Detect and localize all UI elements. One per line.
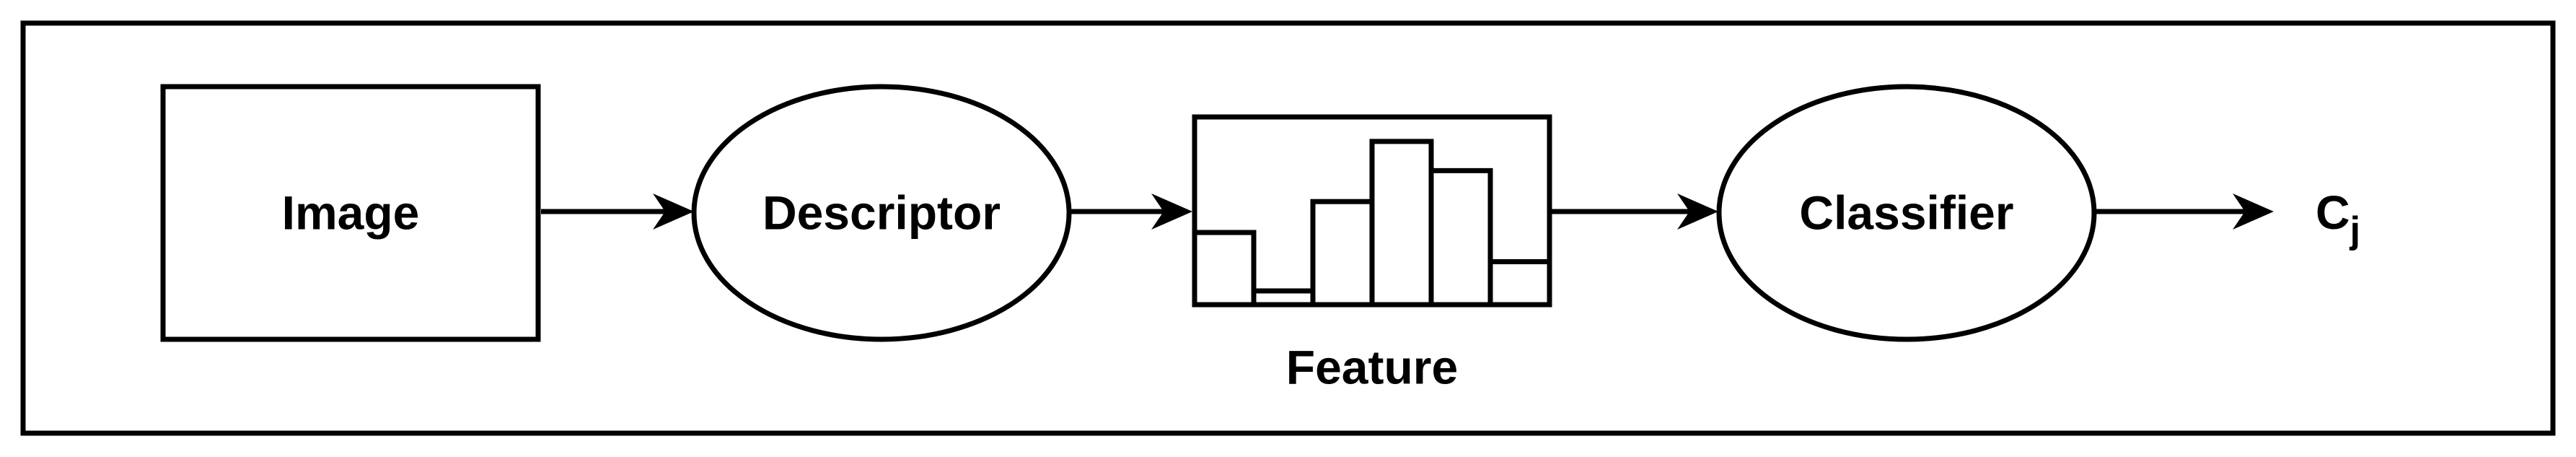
histogram-bar — [1192, 230, 1257, 308]
descriptor-label: Descriptor — [762, 186, 1001, 239]
feature-histogram — [1192, 139, 1552, 308]
arrow-feature-to-classifier — [1551, 193, 1718, 230]
output-label: Cj — [2316, 186, 2360, 251]
classifier-label: Classifier — [1799, 186, 2013, 239]
histogram-bar — [1428, 167, 1493, 308]
arrow-classifier-to-output — [2094, 193, 2274, 230]
outer-frame — [20, 20, 2556, 436]
classifier-node: Classifier — [1716, 84, 2097, 342]
descriptor-node: Descriptor — [691, 84, 1072, 342]
arrow-image-to-descriptor — [541, 193, 694, 230]
output-node: Cj — [2316, 186, 2360, 251]
histogram-bar — [1251, 288, 1316, 308]
arrow-descriptor-to-feature — [1069, 193, 1192, 230]
histogram-bar — [1310, 199, 1375, 308]
feature-node: Feature — [1192, 114, 1552, 393]
image-box — [160, 84, 541, 342]
feature-label: Feature — [1286, 340, 1458, 393]
histogram-bar — [1487, 259, 1552, 308]
output-subscript: j — [2349, 209, 2360, 251]
histogram-bar — [1369, 139, 1434, 308]
image-node: Image — [160, 84, 541, 342]
output-base: C — [2316, 186, 2350, 239]
image-label: Image — [282, 186, 420, 239]
